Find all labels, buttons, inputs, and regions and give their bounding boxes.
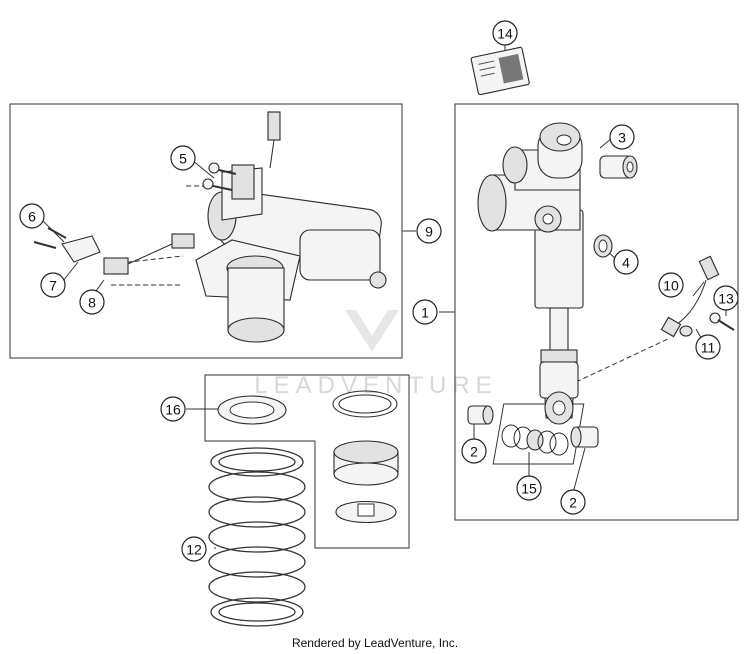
part-1-shock-absorber: [477, 122, 584, 425]
callout-16-label: 16: [165, 402, 181, 418]
callout-14-circle: [492, 20, 518, 46]
callout-16: 16: [160, 396, 186, 422]
callout-2b-label: 2: [569, 495, 577, 511]
callout-12-label: 12: [186, 542, 202, 558]
callout-9-label: 9: [425, 224, 433, 240]
callout-4: 4: [613, 249, 639, 275]
credit-text: Rendered by LeadVenture, Inc.: [291, 636, 459, 650]
watermark: LEADVENTURE: [254, 310, 497, 399]
callout-8: 8: [79, 289, 105, 315]
callout-2a-circle: [461, 438, 487, 464]
part-13-screw: [709, 312, 735, 331]
callout-3: 3: [609, 124, 635, 150]
part-14-decal: [470, 46, 530, 96]
part-15-seal-kit: [501, 424, 569, 456]
callout-2a-label: 2: [470, 444, 478, 460]
callout-2b-circle: [560, 489, 586, 515]
callout-4-circle: [613, 249, 639, 275]
callout-8-label: 8: [88, 295, 96, 311]
callout-7-label: 7: [49, 278, 57, 294]
callout-3-label: 3: [618, 130, 626, 146]
callout-5-circle: [170, 145, 196, 171]
part-6-screws: [33, 227, 67, 249]
callout-13-circle: [713, 285, 739, 311]
dashed-lines: [110, 185, 671, 383]
callout-2a: 2: [461, 438, 487, 464]
callout-11: 11: [695, 334, 721, 360]
part-4-seal: [593, 234, 613, 258]
callout-14: 14: [492, 20, 518, 46]
callout-11-label: 11: [701, 340, 716, 356]
part-3-bushing: [599, 155, 638, 179]
callout-10-circle: [658, 272, 684, 298]
callout-1-circle: [412, 299, 438, 325]
callout-9-circle: [416, 218, 442, 244]
part-16-spring-retainer-set: [217, 390, 399, 524]
group-box-16: [204, 374, 410, 549]
part-2-bushing-left: [467, 405, 494, 425]
callout-10: 10: [658, 272, 684, 298]
callout-7-circle: [40, 272, 66, 298]
callout-2b: 2: [560, 489, 586, 515]
callout-6-label: 6: [28, 209, 36, 225]
part-7-bracket: [61, 235, 101, 263]
callout-5: 5: [170, 145, 196, 171]
callout-9: 9: [416, 218, 442, 244]
callout-3-circle: [609, 124, 635, 150]
callout-14-label: 14: [497, 26, 513, 42]
callout-13: 13: [713, 285, 739, 311]
callout-6-circle: [19, 203, 45, 229]
callout-5-label: 5: [179, 151, 187, 167]
callout-11-circle: [695, 334, 721, 360]
part-2-bushing-right: [570, 426, 599, 448]
watermark-text: LEADVENTURE: [254, 372, 497, 399]
part-11-nut: [679, 325, 693, 337]
callout-1-label: 1: [421, 305, 429, 321]
group-box-1: [454, 103, 739, 521]
callout-10-label: 10: [663, 278, 679, 294]
callout-12-circle: [181, 536, 207, 562]
callout-13-label: 13: [718, 291, 734, 307]
callout-15: 15: [516, 475, 542, 501]
callout-8-circle: [79, 289, 105, 315]
callout-12: 12: [181, 536, 207, 562]
callout-15-circle: [516, 475, 542, 501]
callout-6: 6: [19, 203, 45, 229]
callout-16-circle: [160, 396, 186, 422]
callout-7: 7: [40, 272, 66, 298]
part-8-sensor: [103, 233, 195, 275]
part-5-bolts: [202, 162, 237, 191]
part-12-spring: [208, 447, 306, 627]
callout-4-label: 4: [622, 255, 630, 271]
callout-15-label: 15: [521, 481, 537, 497]
part-9-reservoir-assembly: [195, 111, 387, 343]
part-10-sensor-cable: [660, 255, 720, 338]
callout-1: 1: [412, 299, 438, 325]
